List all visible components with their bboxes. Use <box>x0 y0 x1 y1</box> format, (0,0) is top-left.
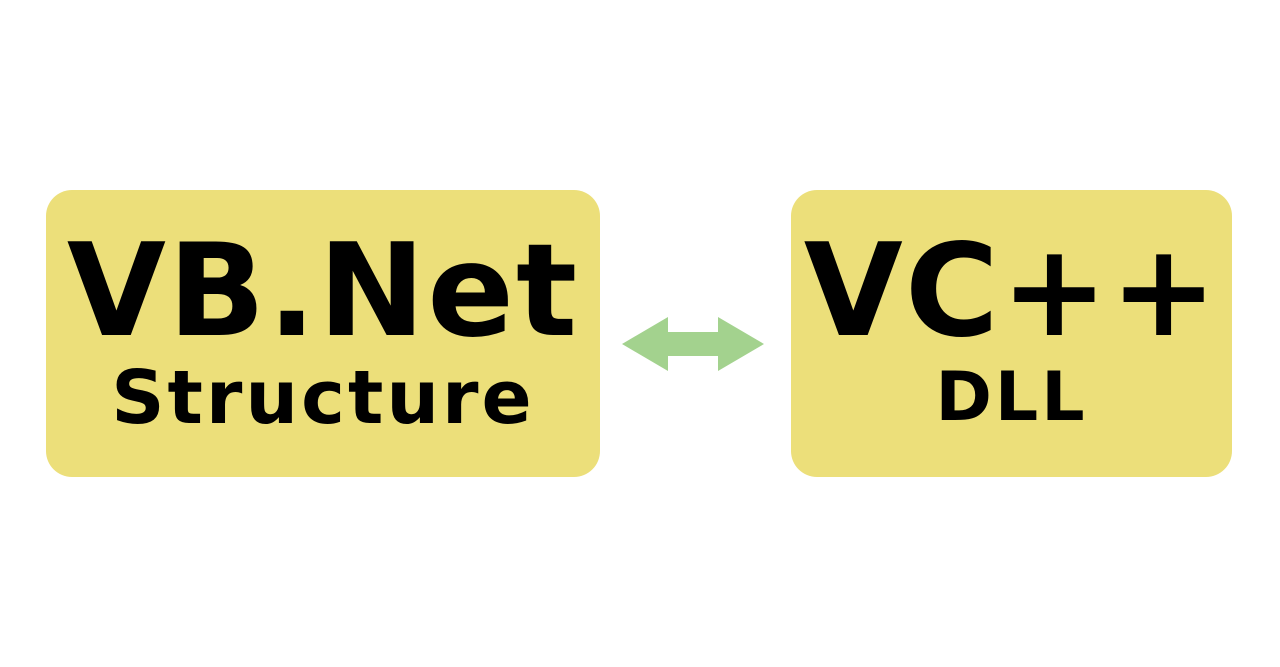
double-arrow-icon <box>622 317 764 371</box>
vcpp-dll-box: VC++ DLL <box>791 190 1232 477</box>
dll-subtitle: DLL <box>935 357 1088 437</box>
vbnet-title: VB.Net <box>66 216 580 366</box>
structure-subtitle: Structure <box>111 354 535 441</box>
vbnet-structure-box: VB.Net Structure <box>46 190 600 477</box>
vcpp-title: VC++ <box>803 216 1220 366</box>
